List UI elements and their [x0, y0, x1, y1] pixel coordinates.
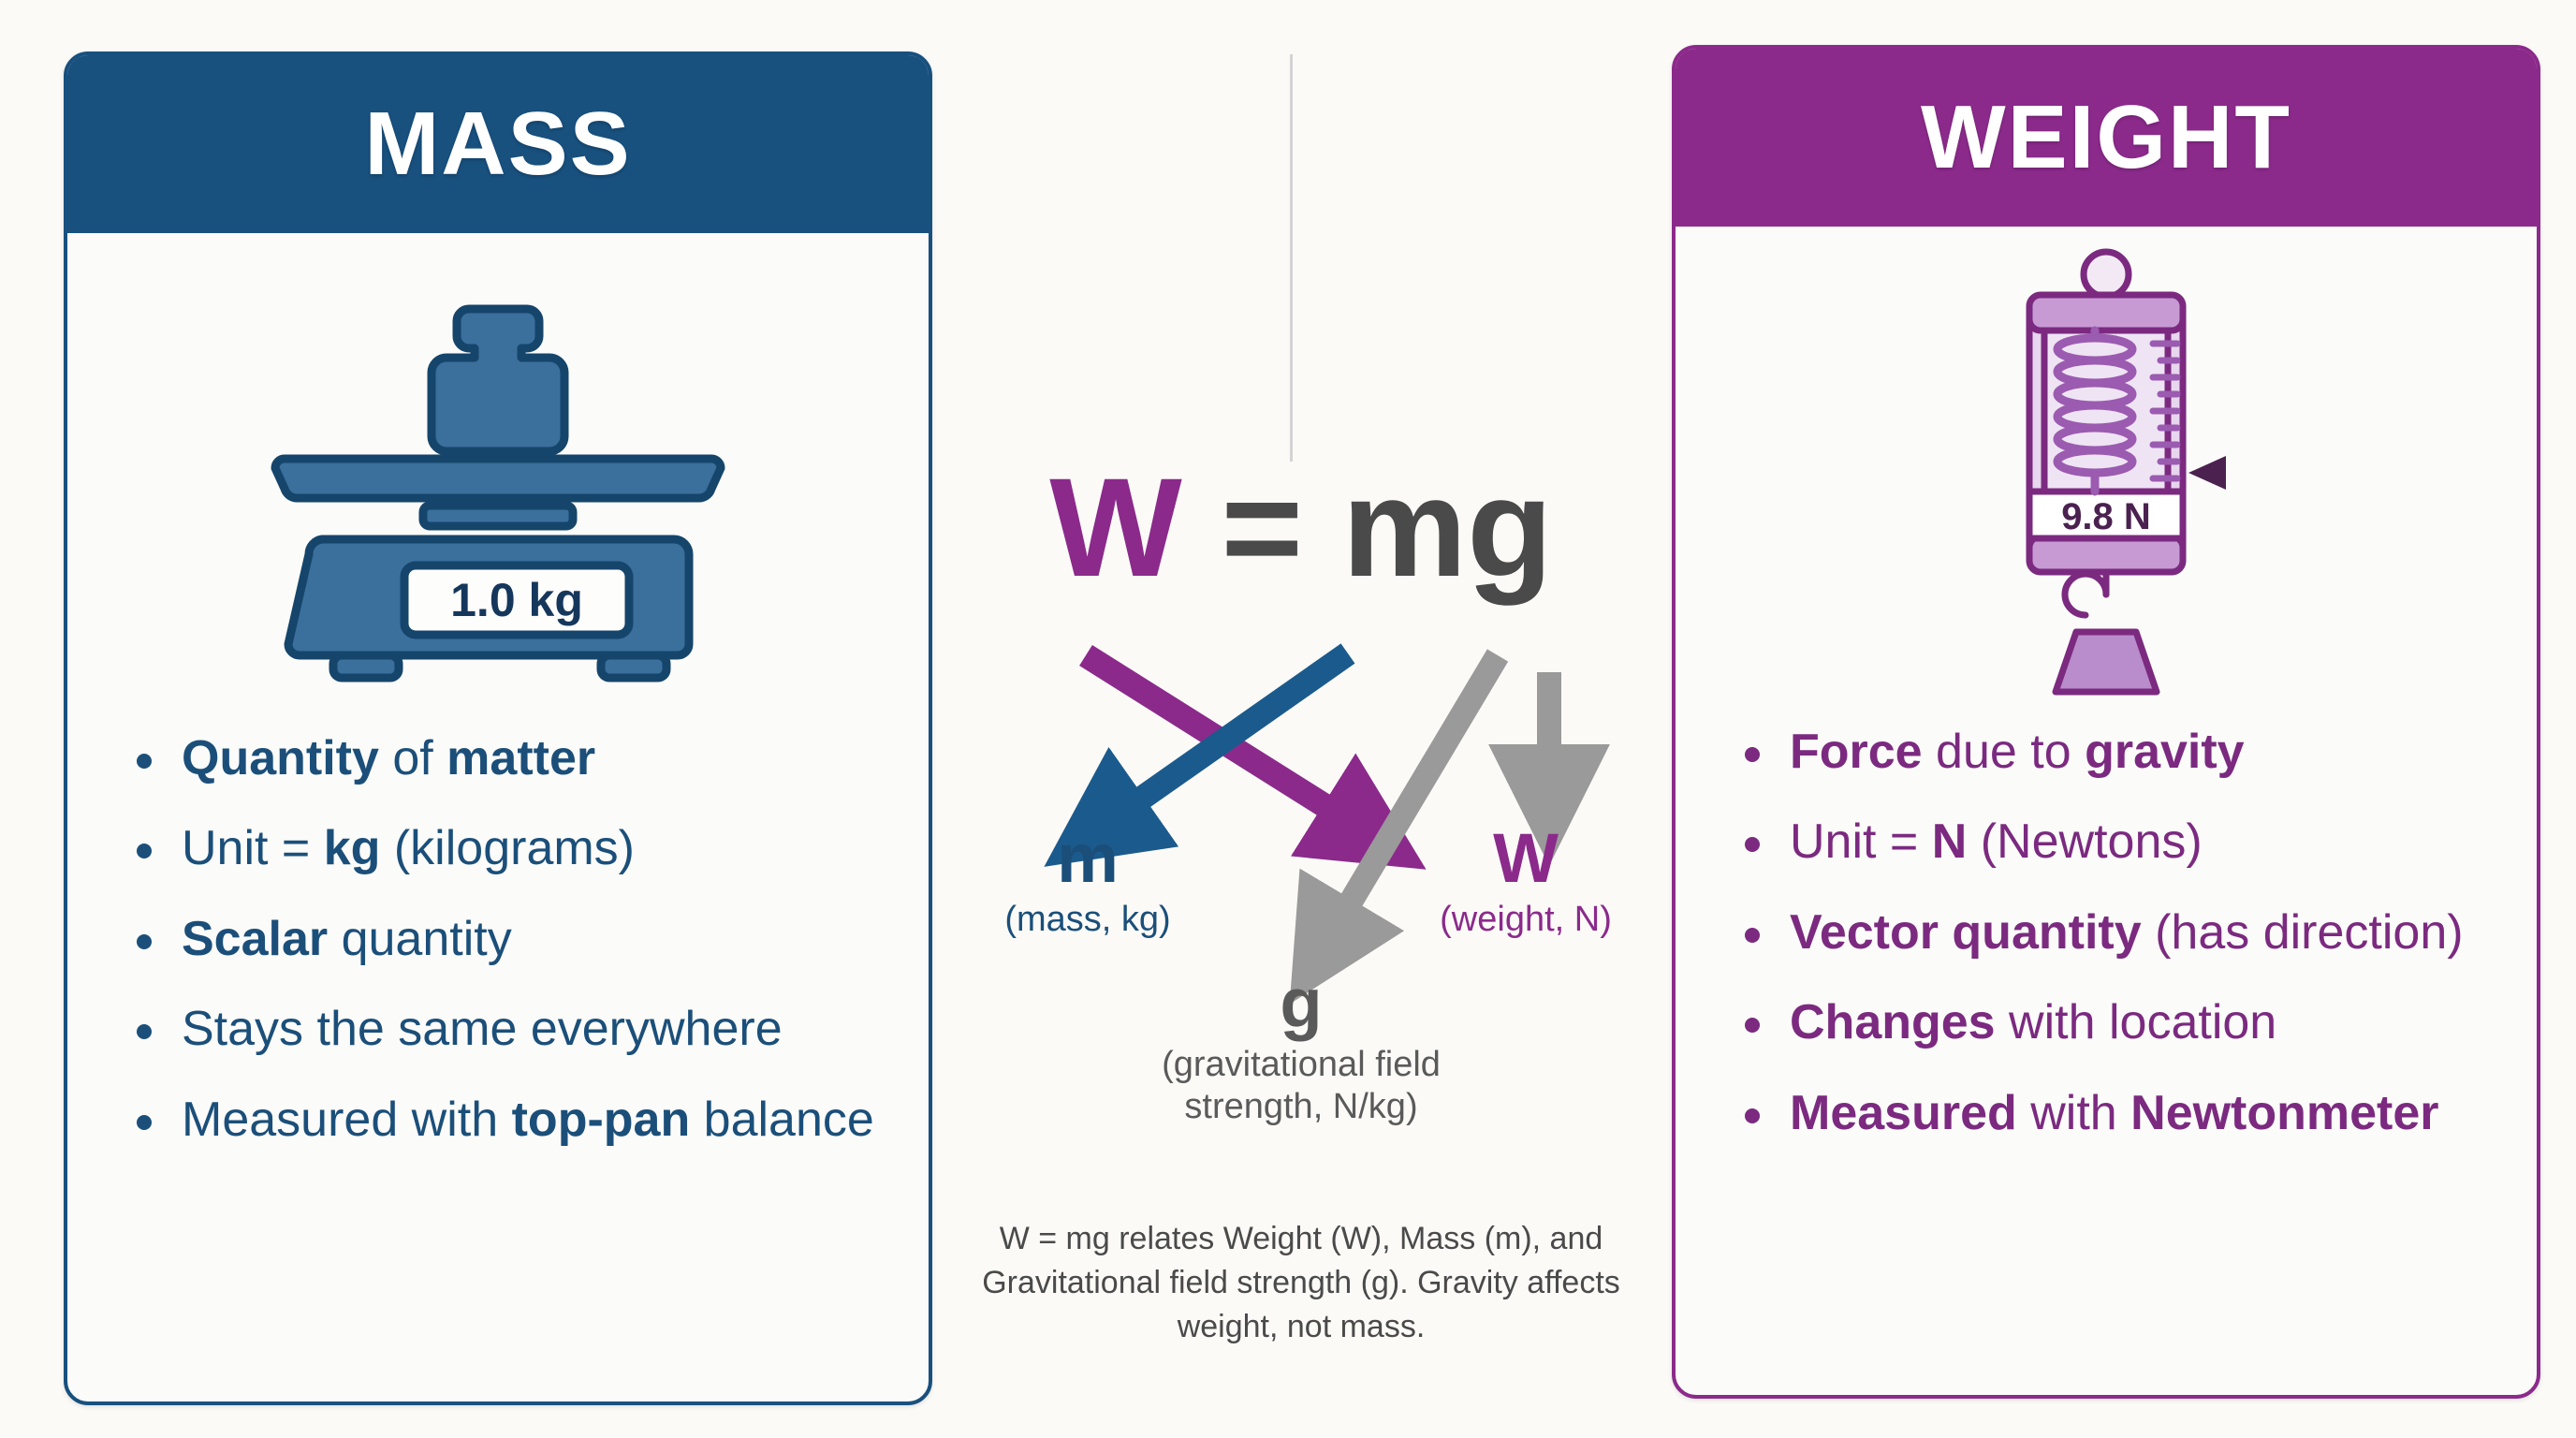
formula-equals-sign: =: [1221, 448, 1304, 606]
variable-label-w: W (weight, N): [1385, 824, 1666, 941]
variable-description-g: (gravitational field strength, N/kg): [1162, 1045, 1441, 1126]
mass-bullet-list: Quantity of matter Unit = kg (kilograms)…: [67, 729, 929, 1149]
variable-symbol-w: W: [1493, 819, 1559, 897]
weight-card-body: 9.8 N Force due to gravity Unit = N (New…: [1676, 227, 2537, 1395]
top-pan-balance-icon: 1.0 kg: [271, 304, 725, 682]
balance-reading: 1.0 kg: [450, 574, 583, 626]
newtonmeter-illustration: 9.8 N: [1676, 227, 2537, 723]
bullet-vector-quantity: Vector quantity (has direction): [1735, 903, 2486, 961]
bullet-stays-same-everywhere: Stays the same everywhere: [127, 1000, 878, 1058]
variable-symbol-g: g: [1280, 964, 1323, 1042]
bullet-force-due-to-gravity: Force due to gravity: [1735, 723, 2486, 781]
weight-title: WEIGHT: [1921, 87, 2291, 187]
bullet-measured-newtonmeter: Measured with Newtonmeter: [1735, 1084, 2486, 1142]
top-pan-balance-illustration: 1.0 kg: [67, 233, 929, 729]
variable-label-m: m (mass, kg): [947, 824, 1228, 941]
newtonmeter-pointer: [2188, 456, 2226, 490]
formula-symbol-mg: mg: [1341, 448, 1553, 606]
bullet-measured-top-pan: Measured with top-pan balance: [127, 1091, 878, 1149]
formula-symbol-w: W: [1049, 448, 1182, 606]
newtonmeter-icon: 9.8 N: [2026, 248, 2226, 696]
center-column: W = mg m: [936, 0, 1666, 1438]
variable-symbol-m: m: [1057, 819, 1119, 897]
variable-label-g: g (gravitational field strength, N/kg): [1114, 969, 1488, 1128]
formula-caption: W = mg relates Weight (W), Mass (m), and…: [982, 1221, 1620, 1344]
newtonmeter-reading: 9.8 N: [2061, 496, 2151, 537]
variable-description-w: (weight, N): [1440, 900, 1612, 939]
bullet-quantity-of-matter: Quantity of matter: [127, 729, 878, 787]
mass-card: MASS: [64, 51, 932, 1405]
weight-bullet-list: Force due to gravity Unit = N (Newtons) …: [1676, 723, 2537, 1142]
vertical-divider: [1290, 54, 1293, 462]
mass-card-body: 1.0 kg Quantity of matter Unit = kg (kil…: [67, 233, 929, 1401]
bullet-scalar-quantity: Scalar quantity: [127, 910, 878, 968]
variable-description-m: (mass, kg): [1004, 900, 1171, 939]
bullet-unit-newtons: Unit = N (Newtons): [1735, 813, 2486, 871]
arrow-w-to-weight: [1079, 644, 1427, 870]
bullet-unit-kg: Unit = kg (kilograms): [127, 819, 878, 877]
mass-title: MASS: [364, 94, 632, 194]
arrow-m-to-mass: [1044, 643, 1355, 867]
formula-w-equals-mg: W = mg: [936, 457, 1666, 597]
mass-card-header: MASS: [67, 55, 929, 233]
weight-card: WEIGHT: [1672, 45, 2540, 1399]
bullet-changes-with-location: Changes with location: [1735, 993, 2486, 1051]
weight-card-header: WEIGHT: [1676, 49, 2537, 227]
